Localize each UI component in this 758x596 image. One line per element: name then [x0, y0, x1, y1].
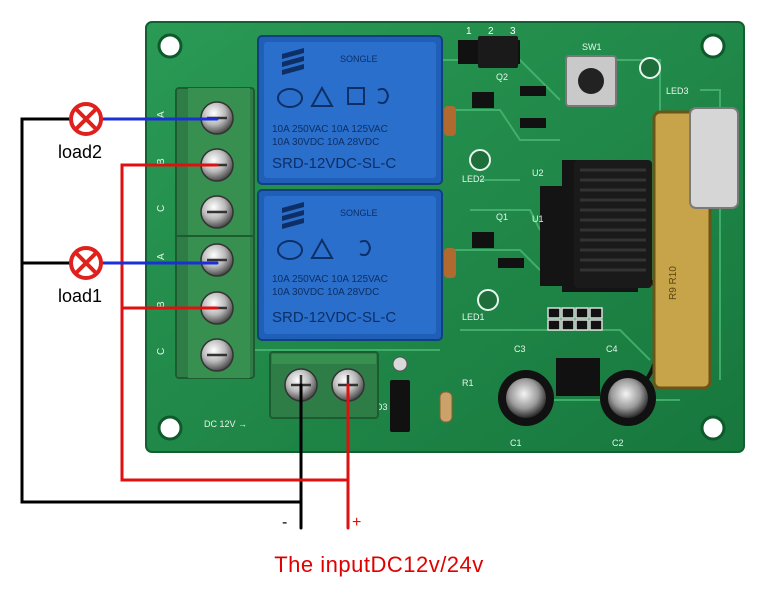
relay-rating-2: 10A 30VDC 10A 28VDC — [272, 137, 379, 148]
load2-label: load2 — [58, 142, 102, 162]
terminal-screw — [200, 243, 234, 277]
terminal-screw — [200, 195, 234, 229]
relay-bottom: SONGLE 10A 250VAC 10A 125VAC 10A 30VDC 1… — [257, 189, 443, 341]
lamp-icon — [69, 246, 103, 280]
jumper-number: 1 — [466, 26, 472, 37]
lamp-icon — [69, 102, 103, 136]
mounting-hole — [700, 33, 726, 59]
small-components: 1 2 3 SW1 R9 — [376, 26, 739, 448]
transistor-q1 — [472, 232, 494, 248]
terminal-letter: B — [156, 158, 167, 165]
component-label: D3 — [376, 402, 388, 412]
songle-logo-icon — [282, 202, 304, 229]
module-label: R9 R10 — [668, 266, 679, 300]
pin-header — [547, 307, 603, 331]
component-label: C4 — [606, 344, 618, 354]
terminal-letter: B — [156, 301, 167, 308]
mounting-hole — [700, 415, 726, 441]
component-label: LED2 — [462, 174, 485, 184]
component-label: Q2 — [496, 72, 508, 82]
led — [469, 149, 491, 171]
capacitor-c2 — [600, 370, 656, 426]
relay-brand: SONGLE — [340, 54, 378, 64]
certification-marks-icon — [277, 237, 372, 260]
led — [477, 289, 499, 311]
terminal-letter: C — [156, 205, 167, 212]
relay-rating-1: 10A 250VAC 10A 125VAC — [272, 274, 388, 285]
relay-rating-2: 10A 30VDC 10A 28VDC — [272, 287, 379, 298]
terminal-letter: C — [156, 348, 167, 355]
capacitor-c1 — [498, 370, 554, 426]
resistor-r1 — [439, 391, 453, 423]
songle-logo-icon — [282, 48, 304, 75]
receiver-module: R9 R10 — [652, 107, 739, 390]
mounting-hole — [157, 33, 183, 59]
terminal-letter: A — [156, 111, 167, 118]
jumper-number: 3 — [510, 26, 516, 37]
relay-brand: SONGLE — [340, 208, 378, 218]
minus-label: - — [282, 514, 287, 531]
voltage-regulator — [556, 358, 600, 396]
component-label: Q1 — [496, 212, 508, 222]
component-label: C3 — [514, 344, 526, 354]
relay-model: SRD-12VDC-SL-C — [272, 309, 396, 326]
relay-model: SRD-12VDC-SL-C — [272, 155, 396, 172]
mounting-hole — [157, 415, 183, 441]
plus-label: + — [352, 514, 361, 531]
diode — [444, 248, 456, 278]
diode-d3 — [390, 380, 410, 432]
component-label: U1 — [532, 214, 544, 224]
certification-marks-icon — [277, 85, 390, 108]
component-label: U2 — [532, 168, 544, 178]
dc-input-label: DC 12V → — [204, 419, 247, 429]
wires — [20, 117, 350, 530]
transistor-q2 — [472, 92, 494, 108]
load1-label: load1 — [58, 286, 102, 306]
component-label: LED3 — [666, 86, 689, 96]
relay-top: SONGLE 10A 250VAC 10A 125VAC 10A 30VDC 1… — [257, 35, 443, 185]
jumper-number: 2 — [488, 26, 494, 37]
component-label: R1 — [462, 378, 474, 388]
led — [639, 57, 661, 79]
input-caption: The inputDC12v/24v — [274, 552, 484, 577]
diode — [444, 106, 456, 136]
terminal-letter: A — [156, 253, 167, 260]
component-label: C2 — [612, 438, 624, 448]
relay-terminal-block: A B C A B C — [156, 87, 255, 379]
black-wire — [20, 117, 303, 530]
terminal-screw — [200, 338, 234, 372]
component-label: LED1 — [462, 312, 485, 322]
red-wire — [120, 163, 350, 530]
switch-label: SW1 — [582, 42, 602, 52]
relay-rating-1: 10A 250VAC 10A 125VAC — [272, 124, 388, 135]
component-label: C1 — [510, 438, 522, 448]
